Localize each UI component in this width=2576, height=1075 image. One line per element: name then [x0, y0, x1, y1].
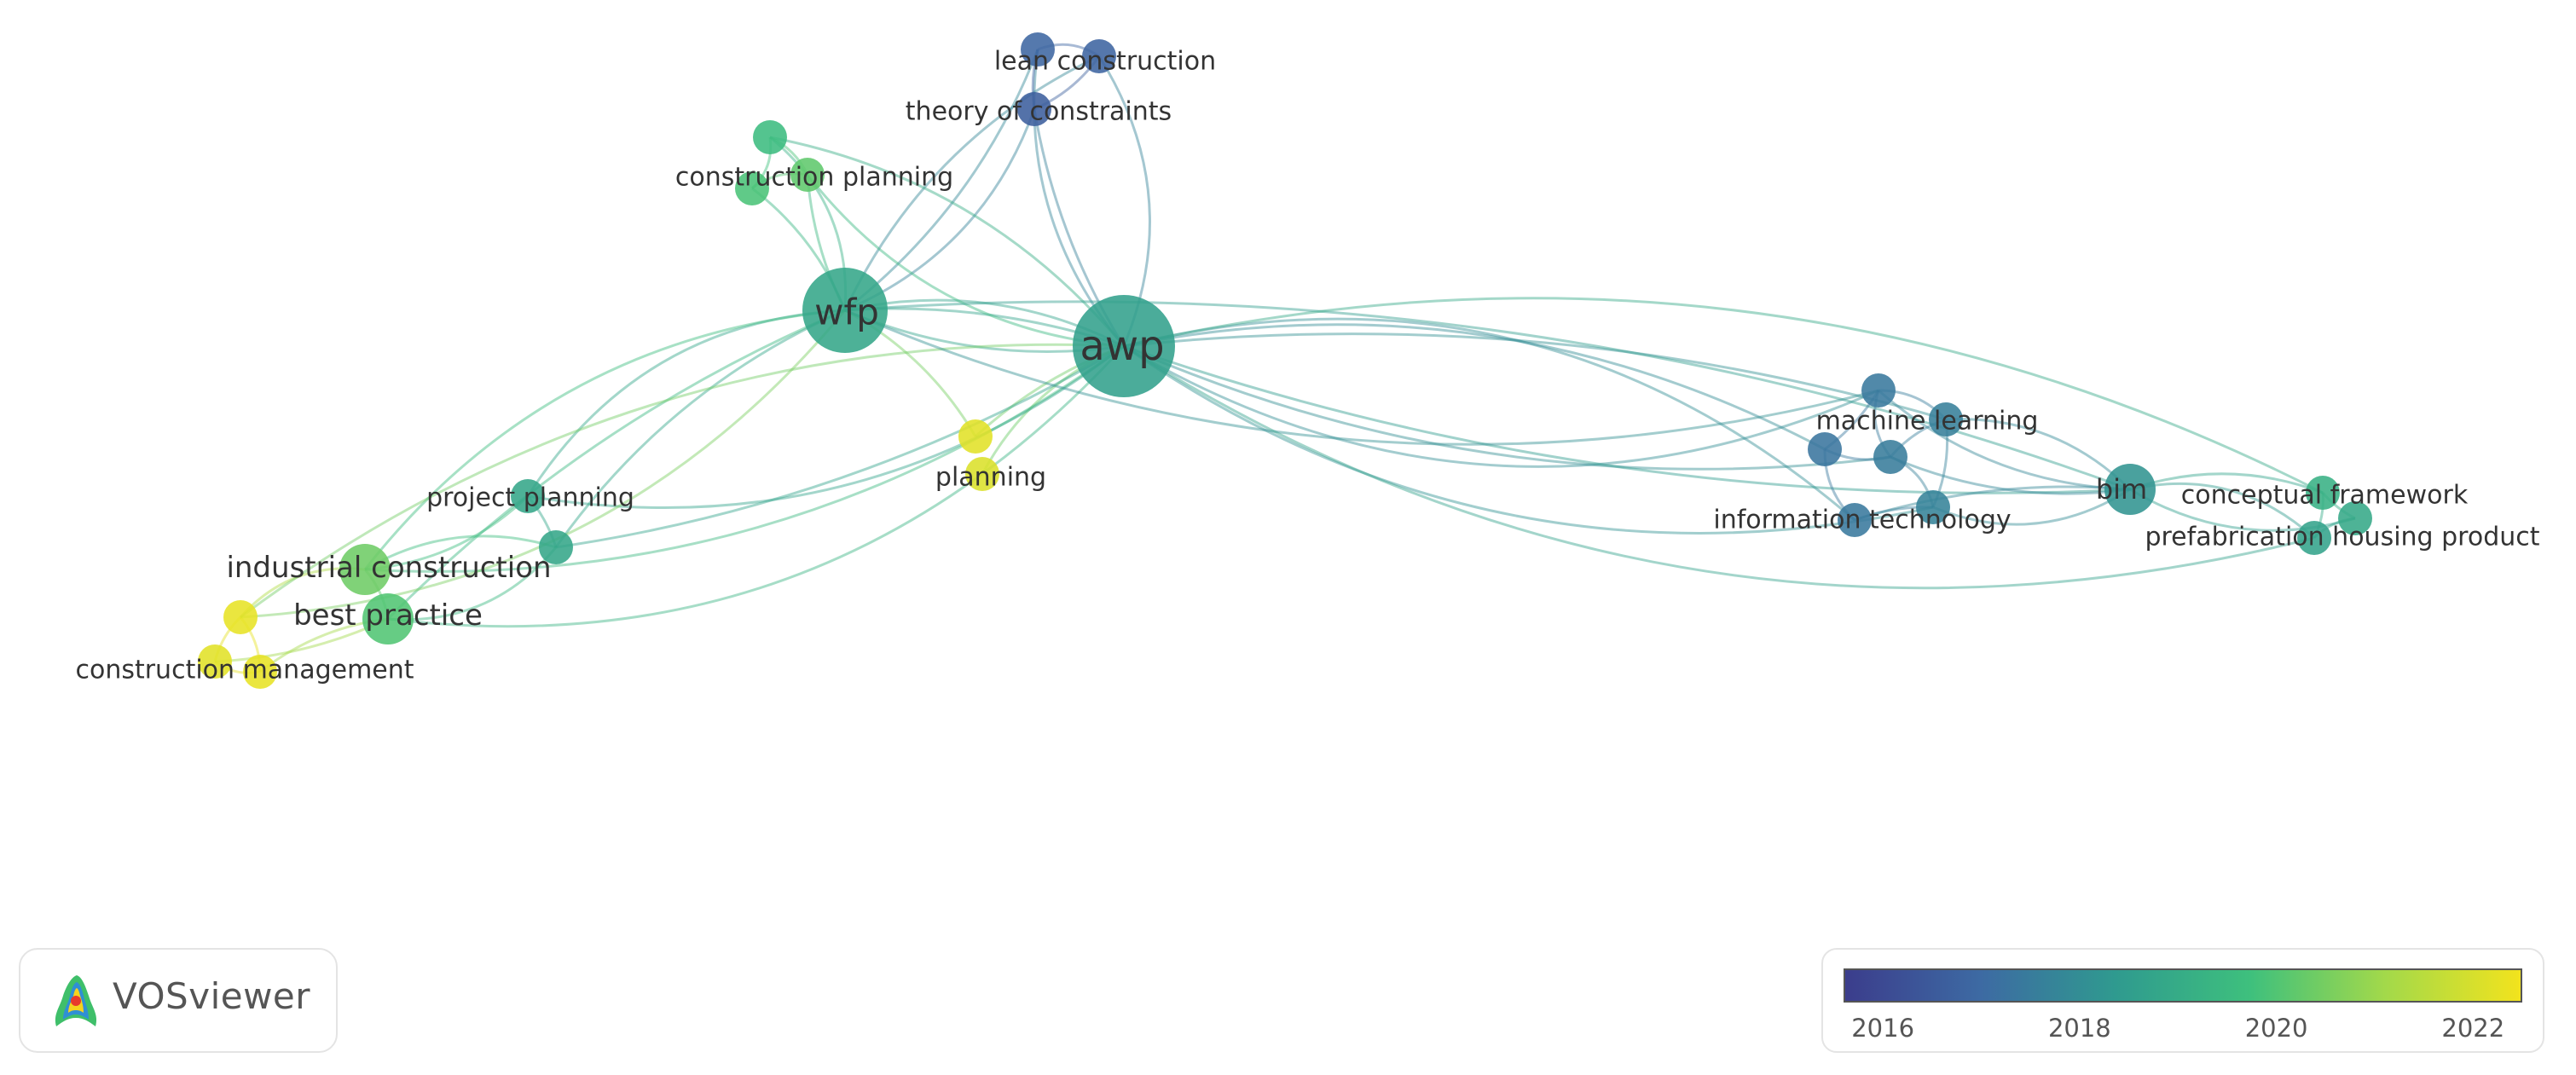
link-awp-machine-learning — [1123, 344, 1879, 468]
link-awp-cp-a — [806, 174, 1125, 348]
color-legend-gradient — [1844, 968, 2522, 1003]
labels-layer: awp wfp lean construction theory of constra… — [75, 47, 2539, 685]
node-planning-b[interactable] — [965, 457, 999, 491]
link-awp-construction-planning — [769, 136, 1126, 347]
legend-tick-label: 2018 — [2047, 1014, 2111, 1043]
node-label-wfp[interactable]: wfp — [814, 292, 879, 333]
node-it-b[interactable] — [1838, 503, 1872, 537]
link-awp-bim — [1123, 344, 2131, 494]
vosviewer-logo-icon — [55, 975, 97, 1026]
link-ml-b-bim — [1890, 455, 2131, 495]
color-legend: 2016 2018 2020 2022 — [1821, 948, 2544, 1053]
link-awp-it-b — [1123, 317, 1855, 522]
node-awp[interactable] — [1073, 295, 1175, 397]
node-label-conceptual-framework[interactable]: conceptual framework — [2181, 481, 2469, 511]
node-label-construction-planning[interactable]: construction planning — [675, 163, 953, 193]
node-construction-planning[interactable] — [753, 120, 787, 154]
node-theory-of-constraints[interactable] — [1082, 39, 1116, 73]
legend-tick-label: 2022 — [2441, 1014, 2505, 1043]
network-map-canvas[interactable]: awp wfp lean construction theory of constra… — [0, 0, 2576, 955]
legend-tick-label: 2020 — [2244, 1014, 2308, 1043]
node-construction-management[interactable] — [198, 644, 232, 679]
link-bim-prefabrication-housing-product — [2129, 482, 2316, 540]
node-information-technology[interactable] — [1916, 490, 1950, 524]
link-awp-ml-b — [1123, 344, 1891, 471]
node-machine-learning[interactable] — [1861, 373, 1896, 407]
nodes-layer — [198, 32, 2372, 689]
node-industrial-construction[interactable] — [339, 544, 391, 595]
node-conceptual-framework[interactable] — [2306, 476, 2340, 510]
node-cm-c[interactable] — [243, 655, 277, 689]
vosviewer-logo-box[interactable]: VOSviewer — [19, 948, 338, 1053]
link-wfp-theory-of-constraints — [843, 55, 1100, 311]
link-awp-industrial-construction — [364, 344, 1125, 573]
link-awp-ml-a — [1123, 332, 1947, 421]
link-wfp-pp-b — [554, 309, 846, 548]
legend-tick-label: 2016 — [1851, 1014, 1915, 1043]
node-project-planning[interactable] — [511, 479, 545, 513]
node-label-machine-learning[interactable]: machine learning — [1816, 407, 2039, 436]
vosviewer-logo-text: VOSviewer — [113, 975, 311, 1017]
node-label-construction-management[interactable]: construction management — [75, 656, 414, 685]
link-wfp-project-planning — [526, 309, 846, 497]
node-label-industrial-construction[interactable]: industrial construction — [226, 551, 551, 585]
node-tc-b[interactable] — [1017, 92, 1051, 126]
node-label-bim[interactable]: bim — [2096, 473, 2147, 506]
link-wfp-lean-construction — [844, 49, 1039, 312]
node-label-awp[interactable]: awp — [1080, 322, 1164, 370]
node-cf-b[interactable] — [2338, 501, 2372, 535]
link-awp-cm-a — [240, 343, 1125, 619]
node-label-information-technology[interactable]: information technology — [1713, 506, 2011, 535]
node-cp-a[interactable] — [790, 158, 825, 192]
node-pp-b[interactable] — [539, 530, 573, 564]
node-cp-b[interactable] — [735, 171, 769, 205]
link-it-b-bim — [1854, 485, 2131, 522]
node-label-planning[interactable]: planning — [935, 463, 1046, 493]
node-lean-construction[interactable] — [1021, 32, 1055, 66]
link-awp-prefabrication-housing-product — [1123, 344, 2315, 590]
link-awp-best-practice — [387, 344, 1126, 628]
node-best-practice[interactable] — [362, 593, 414, 644]
link-awp-information-technology — [1123, 344, 1934, 535]
node-planning[interactable] — [958, 419, 993, 454]
node-label-lean-construction[interactable]: lean construction — [994, 47, 1216, 77]
link-wfp-cm-a — [240, 309, 847, 619]
node-label-project-planning[interactable]: project planning — [426, 483, 634, 513]
node-prefabrication-housing-product[interactable] — [2297, 521, 2331, 555]
node-ml-c[interactable] — [1808, 432, 1842, 466]
node-bim[interactable] — [2104, 464, 2156, 515]
link-industrial-construction-pp-b — [364, 535, 557, 571]
node-ml-b[interactable] — [1873, 440, 1907, 474]
link-awp-ml-c — [1123, 323, 1826, 451]
link-machine-learning-bim — [1878, 389, 2131, 491]
node-label-theory-of-constraints[interactable]: theory of constraints — [906, 97, 1172, 127]
node-label-prefabrication-housing-product[interactable]: prefabrication housing product — [2145, 523, 2539, 552]
link-wfp-machine-learning — [844, 309, 1879, 446]
node-ml-a[interactable] — [1929, 402, 1963, 436]
link-information-technology-bim — [1932, 488, 2131, 526]
node-label-best-practice[interactable]: best practice — [293, 598, 483, 633]
link-awp-conceptual-framework — [1123, 297, 2324, 494]
node-wfp[interactable] — [802, 268, 888, 353]
link-wfp-industrial-construction — [363, 309, 846, 570]
link-awp-project-planning — [527, 344, 1125, 510]
link-wfp-best-practice — [386, 309, 846, 621]
link-awp-pp-b — [555, 344, 1125, 549]
link-ml-a-bim — [1945, 418, 2132, 491]
node-cm-a[interactable] — [223, 600, 258, 634]
